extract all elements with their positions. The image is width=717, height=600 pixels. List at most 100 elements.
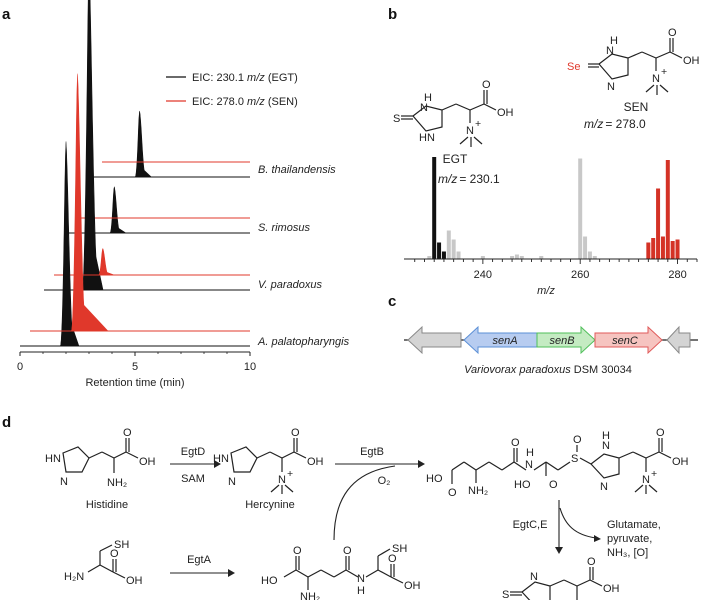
sulfox-o-right: O <box>656 427 665 439</box>
panel-label-b: b <box>388 6 397 23</box>
byproduct-line1: Glutamate, <box>607 519 661 531</box>
legend-sen: EIC: 278.0 m/z (SEN) <box>166 96 298 108</box>
ms-peak-bar <box>441 251 446 259</box>
gene-senB <box>536 325 596 355</box>
sulfox-amide-n <box>513 461 527 471</box>
sen-selenium-atom: Se <box>567 61 580 73</box>
ms-peak-bar <box>665 160 670 259</box>
o2-label: O₂ <box>378 475 391 487</box>
sen-nme3-plus: + <box>661 66 667 78</box>
egt-chain-bond2 <box>455 103 471 111</box>
gamma-glutamylcysteine-structure: HO O NH₂ O N H SH O OH <box>261 543 421 600</box>
ggc-cys-bond2 <box>377 569 392 578</box>
organism-label-v-paradoxus: V. paradoxus <box>258 279 323 291</box>
histidine-imidazole-ring <box>62 446 90 473</box>
ms-peak-bar <box>514 254 519 259</box>
sulfox-chain2 <box>632 451 647 459</box>
egt-coh-bond <box>483 103 497 111</box>
hercynine-o: O <box>291 427 300 439</box>
egt-product-ring <box>521 581 551 600</box>
ms-x-tick-label: 260 <box>571 269 589 281</box>
sulfox-s-ring <box>579 457 592 465</box>
sen-chain-bond3 <box>655 51 671 59</box>
egt-product-chain2 <box>563 579 578 587</box>
ms-peak-bar <box>675 239 680 259</box>
egt-structure: S H N HN O OH N + EGT m/z= 230.1 <box>393 79 514 186</box>
ms-peak-bar <box>651 238 656 259</box>
egt-imidazole-ring <box>412 105 443 132</box>
sen-name: SEN <box>624 100 649 114</box>
hercynine-me1 <box>270 484 280 493</box>
egt-name: EGT <box>443 152 468 166</box>
egt-product-coh <box>589 579 603 587</box>
sulfox-so-o: O <box>573 434 582 446</box>
sulfox-bond5 <box>501 461 515 471</box>
sulfox-coh <box>658 451 672 459</box>
egt-product-oh: OH <box>603 583 620 595</box>
egt-mz: m/z= 230.1 <box>438 172 500 186</box>
ggc-nh2: NH₂ <box>300 591 320 600</box>
sen-oh: OH <box>683 55 700 67</box>
egtd-label: EgtD <box>181 446 206 458</box>
sen-me1 <box>645 84 655 93</box>
egtce-label: EgtC,E <box>513 519 548 531</box>
ms-peak-bar <box>446 230 451 259</box>
ergothioneine-structure-partial: S N O OH <box>502 556 620 600</box>
organism-label-a-palatopharyngis: A. palatopharyngis <box>257 336 350 348</box>
histidine-bond3 <box>113 451 127 459</box>
sulfox-bond4 <box>488 461 503 471</box>
ggc-bond5 <box>333 569 347 578</box>
sen-chain-bond <box>627 51 643 59</box>
egt-oh: OH <box>497 107 514 119</box>
sulfox-ring-n2: N <box>600 481 608 493</box>
sulfox-bond3 <box>475 461 490 471</box>
ggc-sh: SH <box>392 543 407 555</box>
chromatogram-peak <box>81 0 104 291</box>
egt-chain-bond3 <box>469 103 485 111</box>
panel-label-a: a <box>2 6 11 23</box>
histidine-n: N <box>60 476 68 488</box>
hercynine-me3 <box>284 484 294 493</box>
chromatogram-peak <box>59 141 80 347</box>
egt-nh-n: N <box>420 102 428 114</box>
ms-peak-bar <box>592 256 597 259</box>
ms-peak-bar <box>456 251 461 259</box>
ggc-cys-cs <box>377 548 391 557</box>
legend-egt: EIC: 230.1 m/z (EGT) <box>166 72 298 84</box>
hercynine-imidazole-ring <box>230 446 258 473</box>
panel-label-d: d <box>2 414 11 431</box>
gene-senC <box>594 325 663 355</box>
chromatogram-panel: EIC: 230.1 m/z (EGT) EIC: 278.0 m/z (SEN… <box>17 0 350 389</box>
ggc-cys-coh <box>390 576 404 584</box>
ggc-amide-n: N <box>357 573 365 585</box>
ms-peak-bar <box>427 256 432 259</box>
mass-spectrum-bars <box>427 157 680 259</box>
ggc-amide-o: O <box>343 545 352 557</box>
mass-spectrum-panel: S H N HN O OH N + EGT m/z= 230.1 <box>393 27 700 297</box>
sulfox-ho: HO <box>426 473 443 485</box>
hercynine-structure: HN N O OH N + Hercynine <box>213 427 324 511</box>
sen-nh-h: H <box>610 35 618 47</box>
hercynine-nme3-n: N <box>278 474 286 486</box>
ggc-bond2 <box>295 569 309 578</box>
egt-me1 <box>459 136 469 145</box>
sen-imidazole-ring <box>598 53 629 80</box>
hercynine-bond2 <box>269 451 283 459</box>
sulfox-ring-h: H <box>602 430 610 442</box>
sulfox-bond2 <box>463 461 477 471</box>
sulfox-cys-bond3 <box>557 461 571 471</box>
ms-peak-bar <box>539 256 544 259</box>
cys-cs <box>99 544 113 552</box>
cys-sh: SH <box>114 539 129 551</box>
sulfox-nme3-n: N <box>642 474 650 486</box>
sulfox-bond1 <box>451 461 465 471</box>
cys-h2n: H₂N <box>64 571 84 583</box>
ms-peak-bar <box>451 239 456 259</box>
egt-product-s: S <box>502 589 509 600</box>
gene-label-senB: senB <box>549 335 574 347</box>
ms-peak-bar <box>519 256 524 259</box>
gene-cluster-panel: senA senB senC Variovorax paradoxus DSM … <box>404 325 698 376</box>
ms-peak-bar <box>660 236 665 259</box>
